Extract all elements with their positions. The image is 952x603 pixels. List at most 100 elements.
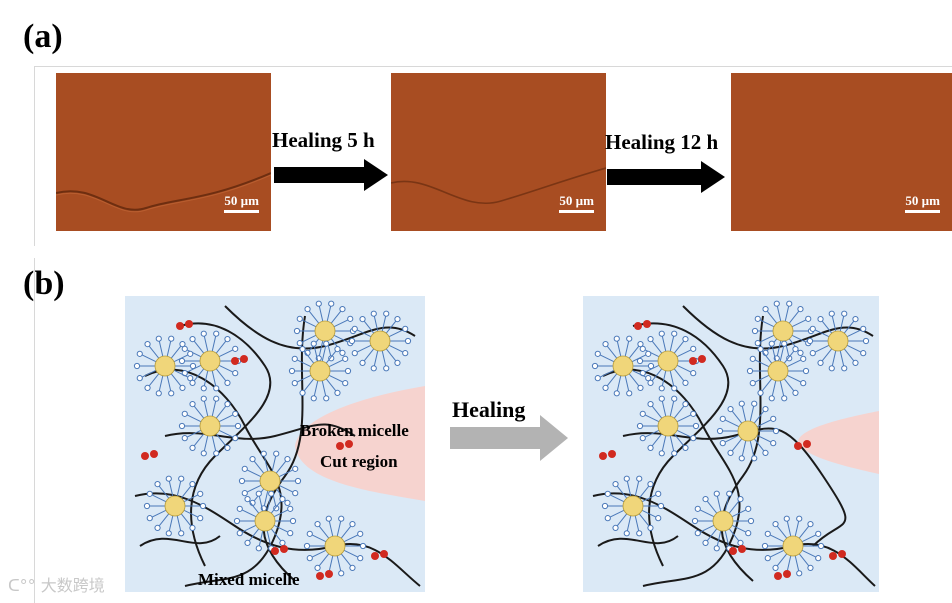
surfactant-head xyxy=(636,422,644,430)
surfactant-head xyxy=(805,315,812,322)
micelle xyxy=(691,490,755,552)
surfactant-head xyxy=(287,530,294,537)
surfactant-head xyxy=(647,336,654,343)
surfactant-head xyxy=(289,517,297,525)
surfactant-head xyxy=(292,490,299,497)
surfactant-head xyxy=(238,477,246,485)
surfactant-head xyxy=(197,490,204,497)
surfactant-head xyxy=(637,384,644,391)
micelle-core xyxy=(259,470,281,492)
surfactant-head xyxy=(383,310,390,317)
surfactant-head xyxy=(751,455,758,462)
surfactant-head xyxy=(357,530,364,537)
surfactant-head xyxy=(749,355,756,362)
surfactant-head xyxy=(604,490,611,497)
red-unit xyxy=(176,322,184,330)
surfactant-head xyxy=(224,401,231,408)
surfactant-head xyxy=(841,365,848,372)
surfactant-head xyxy=(181,345,188,352)
surfactant-head xyxy=(647,444,654,451)
surfactant-head xyxy=(394,359,401,366)
surfactant-head xyxy=(178,530,185,537)
network-diagram xyxy=(133,300,425,587)
surfactant-head xyxy=(200,395,207,402)
surfactant-head xyxy=(296,340,303,347)
surfactant-head xyxy=(178,357,186,365)
cut-region xyxy=(295,386,425,501)
surfactant-head xyxy=(594,375,601,382)
surfactant-head xyxy=(636,475,643,482)
red-unit xyxy=(698,355,706,363)
surfactant-head xyxy=(658,450,665,457)
surfactant-head xyxy=(768,340,775,347)
micelle xyxy=(303,515,367,577)
surfactant-head xyxy=(187,375,194,382)
surfactant-head xyxy=(189,362,197,370)
surfactant-head xyxy=(359,542,367,550)
surfactant-head xyxy=(359,359,366,366)
surfactant-head xyxy=(860,325,867,332)
surfactant-head xyxy=(817,316,824,323)
red-unit xyxy=(141,452,149,460)
panel-b-left-border xyxy=(34,258,35,603)
surfactant-head xyxy=(273,450,280,457)
surfactant-head xyxy=(612,524,619,531)
surfactant-head xyxy=(314,564,321,571)
surfactant-head xyxy=(291,355,298,362)
surfactant-head xyxy=(645,350,652,357)
surfactant-head xyxy=(852,359,859,366)
cut-region-label: Cut region xyxy=(320,452,398,471)
surfactant-head xyxy=(344,367,352,375)
micelle-core xyxy=(369,330,391,352)
surfactant-head xyxy=(657,502,665,510)
surfactant-head xyxy=(200,330,207,337)
surfactant-head xyxy=(797,349,804,356)
scale-bar: 50 µm xyxy=(905,193,940,213)
micelle xyxy=(761,515,825,577)
surfactant-head xyxy=(187,350,194,357)
surfactant-head xyxy=(815,555,822,562)
surfactant-head xyxy=(314,521,321,528)
healing-5h-step: Healing 5 h xyxy=(272,128,390,193)
micelle-core xyxy=(622,495,644,517)
surfactant-head xyxy=(786,300,793,307)
surfactant-head xyxy=(754,315,761,322)
surfactant-head xyxy=(591,362,599,370)
surfactant-head xyxy=(299,389,306,396)
surfactant-head xyxy=(637,341,644,348)
surfactant-head xyxy=(727,406,734,413)
surfactant-head xyxy=(772,564,779,571)
surfactant-head xyxy=(690,435,697,442)
surfactant-head xyxy=(339,306,346,313)
surfactant-head xyxy=(310,340,317,347)
micelle xyxy=(746,340,810,402)
surfactant-head xyxy=(655,490,662,497)
surfactant-head xyxy=(328,300,335,307)
surfactant-head xyxy=(287,505,294,512)
surfactant-head xyxy=(601,502,609,510)
surfactant-head xyxy=(288,367,296,375)
polymer-chain xyxy=(139,535,221,547)
surfactant-head xyxy=(294,477,302,485)
surfactant-head xyxy=(351,350,358,357)
surfactant-head xyxy=(809,350,816,357)
surfactant-head xyxy=(751,400,758,407)
red-unit xyxy=(729,547,737,555)
surfactant-head xyxy=(764,555,771,562)
surfactant-head xyxy=(370,310,377,317)
surfactant-head xyxy=(716,427,724,435)
surfactant-head xyxy=(181,435,188,442)
surfactant-head xyxy=(338,570,345,577)
surfactant-head xyxy=(726,490,733,497)
surfactant-head xyxy=(236,530,243,537)
surfactant-head xyxy=(342,380,349,387)
surfactant-head xyxy=(639,345,646,352)
surfactant-head xyxy=(383,365,390,372)
red-unit xyxy=(738,545,746,553)
red-unit xyxy=(336,442,344,450)
micelle xyxy=(751,300,815,362)
surfactant-head xyxy=(338,515,345,522)
micelle xyxy=(716,400,780,462)
surfactant-head xyxy=(802,367,810,375)
surfactant-head xyxy=(143,502,151,510)
